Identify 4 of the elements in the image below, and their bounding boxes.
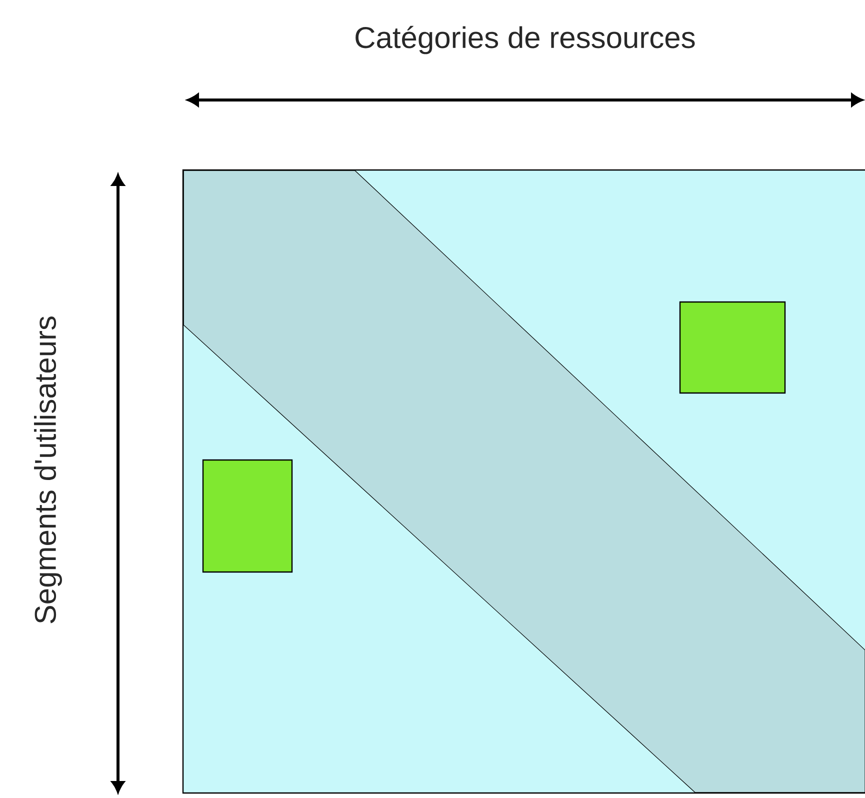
axis-label: Segments d'utilisateurs <box>34 316 62 624</box>
square <box>679 301 786 394</box>
axis-label: Catégories de ressources <box>356 26 695 54</box>
square <box>202 459 293 573</box>
